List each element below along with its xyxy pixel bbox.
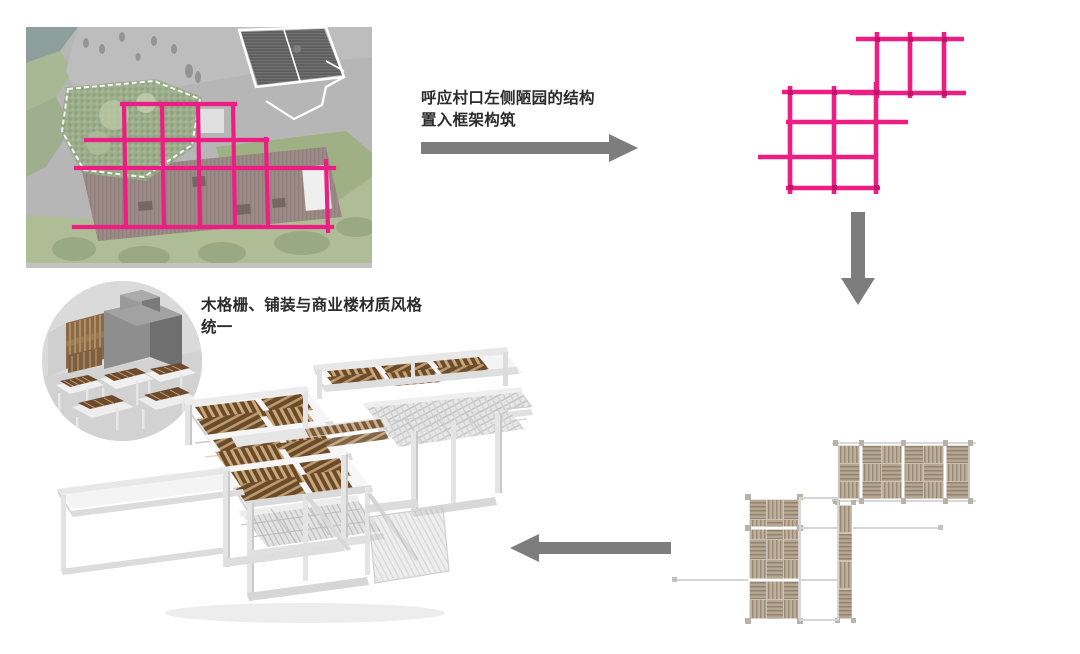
arrow-right-top bbox=[421, 133, 639, 168]
wood-deck-plan-diagram bbox=[672, 422, 998, 643]
building-material-inset bbox=[42, 281, 202, 441]
arrow-down-right bbox=[840, 212, 876, 311]
aerial-site-photo bbox=[26, 27, 372, 268]
arrow-left-bottom bbox=[509, 533, 671, 568]
caption-frame-structure: 呼应村口左侧陋园的结构 置入框架构筑 bbox=[421, 90, 595, 130]
magenta-frame-grid-diagram bbox=[758, 22, 990, 213]
axonometric-frame-render bbox=[55, 345, 535, 650]
caption-material-unity: 木格栅、铺装与商业楼材质风格 统一 bbox=[201, 297, 423, 337]
